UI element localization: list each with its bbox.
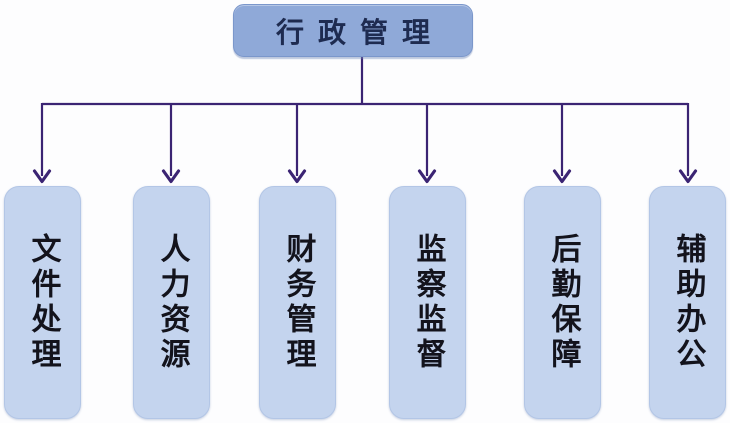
node-root: 行政管理 bbox=[233, 4, 473, 57]
node-financial-management: 财务管理 bbox=[259, 186, 336, 419]
node-label: 文件处理 bbox=[25, 232, 61, 373]
arrow-to-child-2 bbox=[161, 103, 181, 184]
node-logistics-support: 后勤保障 bbox=[524, 186, 601, 419]
arrow-to-child-3 bbox=[287, 103, 307, 184]
node-document-processing: 文件处理 bbox=[4, 186, 81, 419]
node-label: 辅助办公 bbox=[670, 232, 706, 373]
node-label: 财务管理 bbox=[280, 232, 316, 373]
node-supervision-oversight: 监察监督 bbox=[389, 186, 466, 419]
node-label: 人力资源 bbox=[154, 232, 190, 373]
arrow-to-child-5 bbox=[552, 103, 572, 184]
node-label: 后勤保障 bbox=[545, 232, 581, 373]
arrow-to-child-6 bbox=[678, 103, 698, 184]
node-human-resources: 人力资源 bbox=[133, 186, 210, 419]
arrow-to-child-4 bbox=[417, 103, 437, 184]
node-label: 监察监督 bbox=[410, 232, 446, 373]
arrow-to-child-1 bbox=[32, 103, 52, 184]
node-auxiliary-office: 辅助办公 bbox=[649, 186, 726, 419]
node-root-label: 行政管理 bbox=[275, 15, 444, 49]
